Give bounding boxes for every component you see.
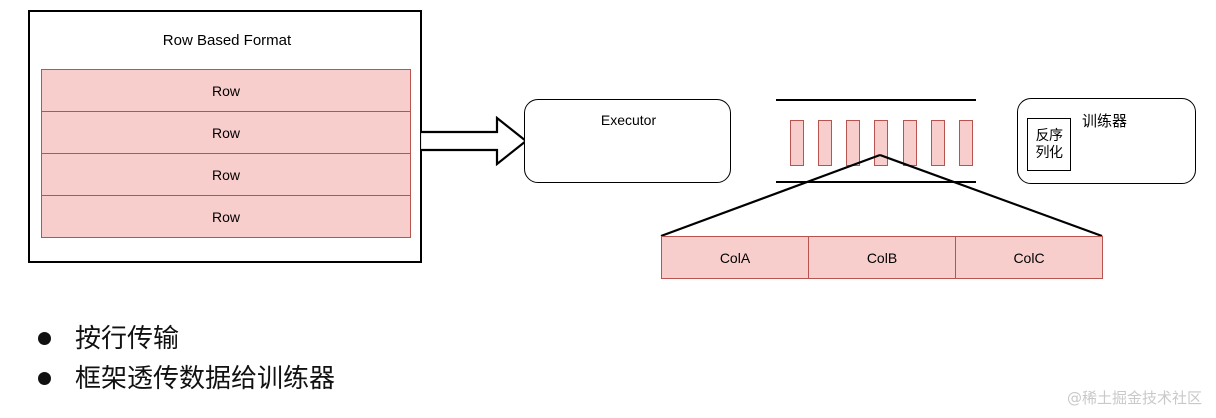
row-item: Row (42, 70, 410, 112)
columnar-bar (790, 120, 804, 166)
columnar-bar (930, 120, 945, 166)
executor-box: Executor (524, 99, 731, 183)
bullet-dot-icon (38, 372, 51, 385)
bullet-list-item: 框架透传数据给训练器 (38, 362, 558, 395)
row-item: Row (42, 112, 410, 154)
column-cell: ColB (809, 237, 956, 278)
column-cell: ColC (1013, 249, 1045, 266)
row-item: Row (42, 154, 410, 196)
bullet-list: 按行传输 框架透传数据给训练器 (38, 322, 558, 402)
trainer-label: 训练器 (1082, 112, 1128, 130)
row-based-format-title: Row Based Format (162, 32, 292, 49)
deserialize-label-line2: 列化 (1035, 144, 1064, 161)
columnar-bar (818, 120, 833, 166)
block-arrow-right-icon (420, 116, 528, 166)
columnar-bar (958, 120, 973, 166)
columnar-stripe-group (770, 92, 985, 190)
bullet-text: 框架透传数据给训练器 (75, 363, 336, 394)
columnar-bars (790, 120, 973, 166)
column-cell: ColA (662, 237, 809, 278)
bullet-text: 按行传输 (75, 323, 180, 354)
watermark: @稀土掘金技术社区 (1066, 389, 1202, 407)
columnar-bar (874, 120, 889, 166)
bullet-list-item: 按行传输 (38, 322, 558, 355)
stripe-top-line (776, 99, 976, 101)
row-item: Row (42, 196, 410, 237)
deserialize-box: 反序 列化 (1027, 118, 1071, 171)
trainer-box: 反序 列化 训练器 (1017, 98, 1196, 184)
stripe-bottom-line (776, 181, 976, 183)
bullet-dot-icon (38, 332, 51, 345)
executor-label: Executor (600, 112, 657, 128)
expansion-connector-lines (660, 153, 1103, 238)
row-stack: Row Row Row Row (41, 69, 411, 238)
deserialize-label-line1: 反序 (1035, 127, 1064, 144)
column-bar: ColA ColB ColC (661, 236, 1103, 279)
